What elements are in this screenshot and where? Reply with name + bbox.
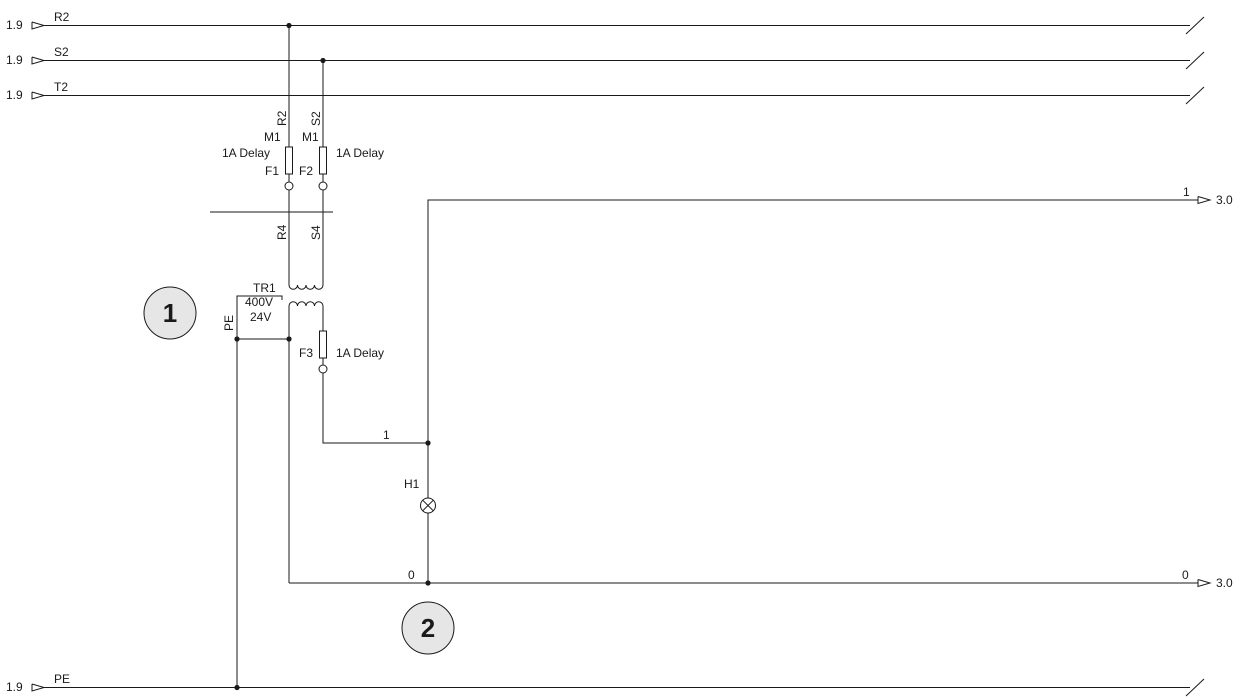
lamp-name: H1 [404,477,420,491]
supply-s2-label: S2 [54,45,69,59]
wire-0-label: 0 [408,568,415,582]
transformer-tr1: TR1 400V 24V PE [222,281,324,339]
arrow-in-icon [31,683,46,692]
callout-2: 2 [401,601,455,655]
junction-dot [425,580,431,586]
supply-t2-ref: 1.9 [6,88,23,102]
supply-t2-label: T2 [54,80,68,94]
pe-bracket [236,295,283,339]
output-1-ref: 3.0 [1216,193,1233,207]
fuse-f2-wire-out: S4 [309,225,323,240]
supply-r2-label: R2 [54,10,70,24]
continuation-mark-icon [1185,678,1205,697]
fuse-f2-rating: 1A Delay [336,146,384,160]
terminal-icon [318,364,328,374]
supply-pe-ref: 1.9 [6,680,23,694]
output-1-wire: 1 [1183,185,1190,199]
supply-s2-ref: 1.9 [6,53,23,67]
fuse-f1: R2 M1 1A Delay F1 R4 [222,25,294,240]
fuse-f1-rating: 1A Delay [222,146,270,160]
primary-winding-icon [288,284,324,290]
wire-1-label: 1 [383,428,390,442]
fuse-f3-name: F3 [299,346,313,360]
terminal-icon [318,181,328,191]
continuation-mark-icon [1185,51,1205,70]
arrow-out-icon [1197,196,1212,205]
lamp-h1: H1 [404,443,436,583]
callout-1-label: 1 [163,298,177,328]
output-0-ref: 3.0 [1216,576,1233,590]
transformer-pe-label: PE [222,315,236,331]
supply-line-pe: 1.9 PE [6,672,1205,697]
callout-2-label: 2 [421,613,435,643]
fuse-f2: S2 M1 1A Delay F2 S4 [299,60,384,240]
output-0-wire: 0 [1182,568,1189,582]
junction-dot [234,336,240,342]
arrow-in-icon [31,91,46,100]
fuse-f1-source: M1 [264,130,281,144]
supply-line-s2: 1.9 S2 [6,45,1205,70]
fuse-f2-name: F2 [299,164,313,178]
fuse-icon [319,330,327,359]
transformer-secondary: 24V [250,310,271,324]
fuse-f1-wire-in: R2 [275,110,289,126]
fuse-f2-wire-in: S2 [309,111,323,126]
fuse-f1-wire-out: R4 [275,224,289,240]
fuse-f1-name: F1 [265,164,279,178]
fuse-f3-rating: 1A Delay [336,346,384,360]
supply-line-t2: 1.9 T2 [6,80,1205,105]
wire-1 [322,373,428,444]
transformer-name: TR1 [253,281,276,295]
supply-pe-label: PE [54,672,70,686]
callout-1: 1 [143,286,197,340]
supply-r2-ref: 1.9 [6,18,23,32]
callout-circle [401,601,455,655]
continuation-mark-icon [1185,86,1205,105]
fuse-f2-source: M1 [302,130,319,144]
wire-output-1 [427,199,1198,443]
arrow-in-icon [31,21,46,30]
fuse-icon [319,146,327,175]
terminal-icon [284,181,294,191]
secondary-winding-icon [288,301,324,307]
lamp-cross [422,499,434,512]
arrow-in-icon [31,56,46,65]
fuse-f3: F3 1A Delay [299,330,384,374]
callout-circle [143,286,197,340]
transformer-primary: 400V [245,295,273,309]
continuation-mark-icon [1185,16,1205,35]
arrow-out-icon [1197,579,1212,588]
supply-line-r2: 1.9 R2 [6,10,1205,35]
fuse-icon [285,146,293,175]
